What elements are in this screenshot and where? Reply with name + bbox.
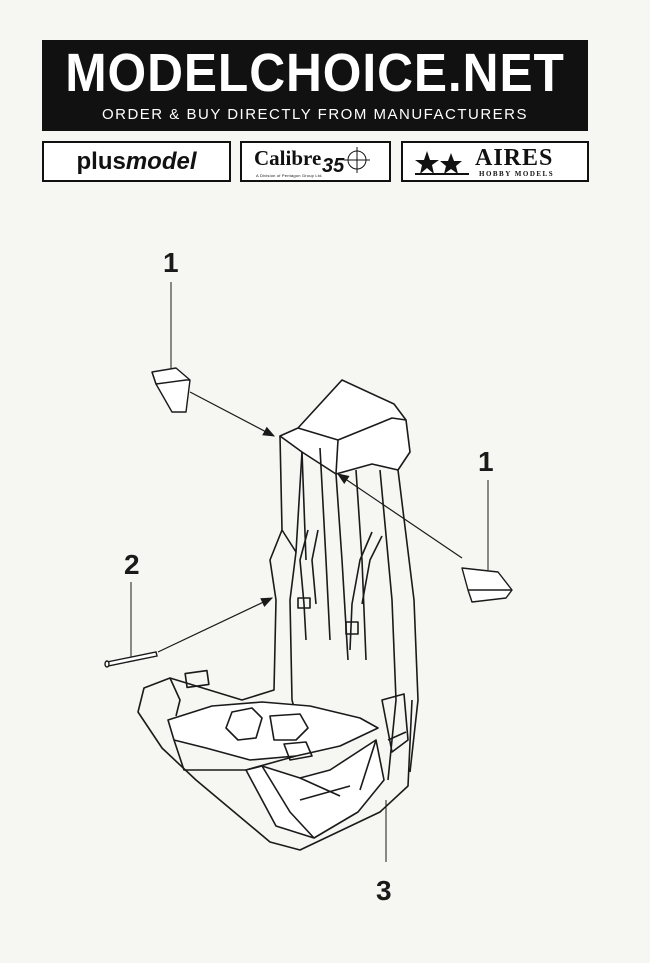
assembly-arrow [189, 391, 276, 437]
assembly-arrow [157, 597, 274, 653]
assembly-arrow [337, 473, 463, 559]
callout-label: 1 [478, 446, 494, 477]
aires-logo: AIRES HOBBY MODELS [401, 141, 589, 182]
aires-logo-sub: HOBBY MODELS [479, 170, 555, 178]
part-1-right-pad [461, 567, 513, 603]
part-2-rod [104, 651, 158, 668]
plusmodel-logo-model: model [125, 147, 197, 175]
calibre-logo-name: Calibre [254, 146, 322, 170]
stars-icon [415, 151, 469, 175]
aires-logo-name: AIRES [475, 145, 554, 171]
callout-label: 2 [124, 549, 140, 580]
calibre35-logo: Calibre 35 A Division of Pentagon Group … [240, 141, 391, 182]
banner-title: MODELCHOICE.NET [65, 43, 565, 103]
part-1-left-pad [151, 367, 191, 413]
modelchoice-banner: MODELCHOICE.NET ORDER & BUY DIRECTLY FRO… [42, 40, 588, 131]
plusmodel-logo-plus: plus [76, 147, 126, 175]
crosshair-icon [344, 147, 370, 173]
callout-label: 1 [163, 247, 179, 278]
callout-label: 3 [376, 875, 392, 906]
banner-subtitle: ORDER & BUY DIRECTLY FROM MANUFACTURERS [101, 106, 529, 123]
part-3-seat [137, 379, 419, 851]
calibre-logo-tagline: A Division of Pentagon Group Ltd. [256, 173, 323, 178]
calibre-logo-number: 35 [322, 155, 345, 177]
